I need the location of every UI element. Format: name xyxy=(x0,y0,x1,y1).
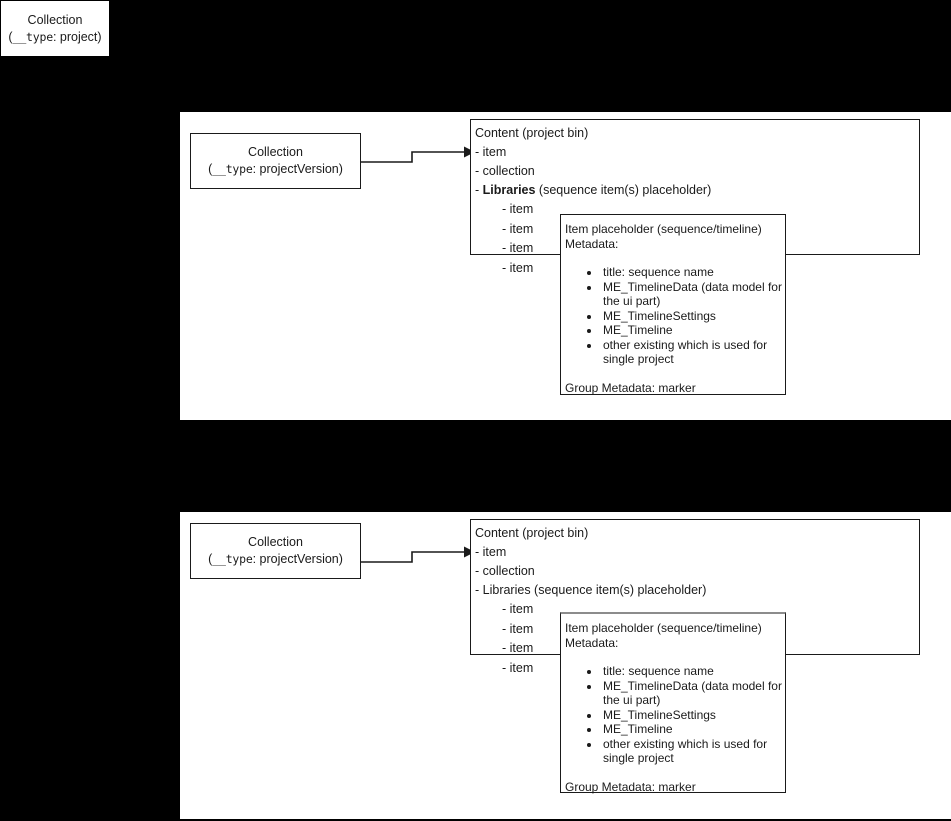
type-value: : project) xyxy=(52,29,102,44)
upper-collection-title: Collection xyxy=(248,145,303,159)
upper-collection-type: (__type: projectVersion) xyxy=(208,161,343,178)
type-key: __type xyxy=(212,552,253,566)
lower-collection-type: (__type: projectVersion) xyxy=(208,551,343,568)
type-value: : projectVersion) xyxy=(252,162,343,176)
list-item: title: sequence name xyxy=(601,265,785,280)
upper-content-row-collection: - collection xyxy=(475,164,535,178)
upper-meta-subtitle: Metadata: xyxy=(565,236,619,251)
lower-item-placeholder-metadata-box[interactable]: Item placeholder (sequence/timeline) Met… xyxy=(560,612,786,794)
list-item: ME_TimelineSettings xyxy=(601,309,785,324)
list-item: ME_TimelineSettings xyxy=(601,708,785,723)
libraries-dash: - xyxy=(475,583,483,597)
list-item: title: sequence name xyxy=(601,664,785,679)
lower-meta-subtitle: Metadata: xyxy=(565,635,619,650)
type-value: : projectVersion) xyxy=(252,552,343,566)
libraries-label: Libraries xyxy=(482,583,531,597)
list-item: other existing which is used for single … xyxy=(601,737,785,766)
upper-meta-footer: Group Metadata: marker xyxy=(565,380,696,395)
paren-open: ( xyxy=(208,162,213,176)
lower-meta-title: Item placeholder (sequence/timeline) xyxy=(565,621,762,635)
upper-content-subitem-2: - item xyxy=(502,221,534,236)
upper-content-subitem-3: - item xyxy=(502,241,534,255)
list-item: ME_Timeline xyxy=(601,323,785,338)
paren-open: ( xyxy=(208,552,213,566)
list-item: ME_TimelineData (data model for the ui p… xyxy=(601,679,785,708)
upper-content-subitem-1: - item xyxy=(502,202,534,216)
collection-project-node[interactable]: Collection (__type: project) xyxy=(0,0,110,57)
lower-content-row-item: - item xyxy=(475,545,507,559)
paren-open: ( xyxy=(8,29,13,44)
collection-project-title: Collection xyxy=(27,12,83,27)
libraries-suffix: (sequence item(s) placeholder) xyxy=(530,583,707,597)
lower-meta-footer: Group Metadata: marker xyxy=(565,779,696,794)
lower-connector-arrow xyxy=(360,546,475,563)
type-key: __type xyxy=(212,162,253,176)
upper-content-row-item: - item xyxy=(475,145,507,159)
upper-collection-projectversion-node[interactable]: Collection (__type: projectVersion) xyxy=(190,133,361,189)
upper-meta-bullet-list: title: sequence name ME_TimelineData (da… xyxy=(565,265,785,367)
upper-content-title: Content (project bin) xyxy=(475,126,589,140)
lower-content-row-libraries: - Libraries (sequence item(s) placeholde… xyxy=(475,583,919,598)
list-item: other existing which is used for single … xyxy=(601,338,785,367)
lower-content-subitem-4: - item xyxy=(502,660,534,675)
lower-content-subitem-3: - item xyxy=(502,641,534,655)
lower-meta-bullet-list: title: sequence name ME_TimelineData (da… xyxy=(565,664,785,766)
list-item: ME_TimelineData (data model for the ui p… xyxy=(601,280,785,309)
upper-meta-title: Item placeholder (sequence/timeline) xyxy=(565,222,762,236)
lower-collection-title: Collection xyxy=(248,535,303,549)
collection-project-type: (__type: project) xyxy=(8,29,101,46)
lower-content-subitem-2: - item xyxy=(502,621,534,636)
libraries-label: Libraries xyxy=(482,183,536,197)
lower-collection-projectversion-node[interactable]: Collection (__type: projectVersion) xyxy=(190,523,361,579)
upper-item-placeholder-metadata-box[interactable]: Item placeholder (sequence/timeline) Met… xyxy=(560,214,786,395)
libraries-dash: - xyxy=(475,183,483,197)
list-item: ME_Timeline xyxy=(601,722,785,737)
upper-content-row-libraries: - Libraries (sequence item(s) placeholde… xyxy=(475,183,919,198)
libraries-suffix: (sequence item(s) placeholder) xyxy=(535,183,712,197)
type-key: __type xyxy=(12,29,54,44)
upper-connector-arrow xyxy=(360,146,475,163)
lower-content-subitem-1: - item xyxy=(502,602,534,616)
upper-content-subitem-4: - item xyxy=(502,260,534,275)
lower-content-title: Content (project bin) xyxy=(475,526,589,540)
lower-content-row-collection: - collection xyxy=(475,564,535,578)
